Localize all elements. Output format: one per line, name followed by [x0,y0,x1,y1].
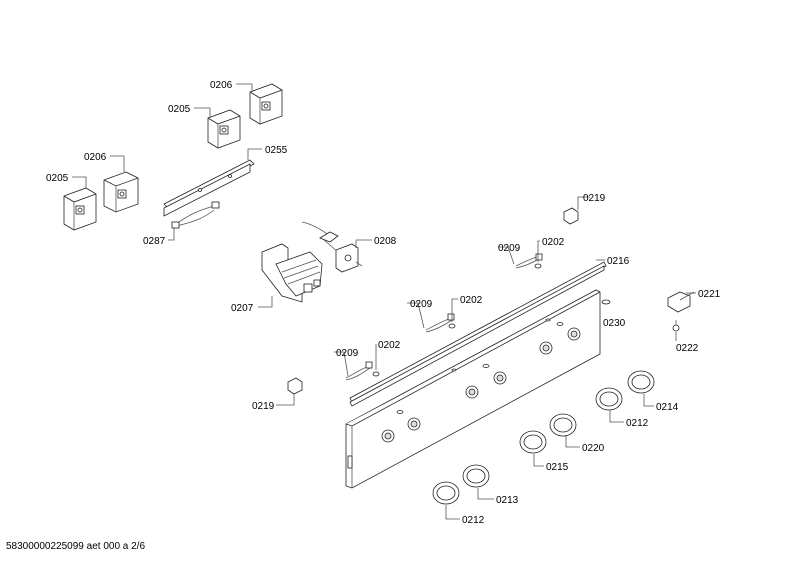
label-0208: 0208 [374,236,397,247]
label-0287: 0287 [143,236,166,247]
trim-strip-0216 [349,261,607,407]
label-0209-b: 0209 [410,299,433,310]
label-0216: 0216 [607,256,630,267]
bracket-0255 [163,159,255,217]
label-0255: 0255 [265,145,288,156]
label-0207: 0207 [231,303,254,314]
knob-0212-right [595,387,623,411]
leader-lines [72,83,696,520]
wire-harness-0287 [171,201,220,229]
knob-0220 [549,413,577,437]
label-0219-left: 0219 [252,401,275,412]
label-0221: 0221 [698,289,721,300]
knob-0212-left [432,481,460,505]
label-0206-lower: 0206 [84,152,107,163]
label-0206-upper: 0206 [210,80,233,91]
label-0230: 0230 [603,318,626,329]
switch-module-0205-lower [63,187,97,231]
clip-0219-right [563,207,579,225]
label-0205-lower: 0205 [46,173,69,184]
label-0220: 0220 [582,443,605,454]
knob-0214 [627,370,655,394]
label-0219-right: 0219 [583,193,606,204]
callout-labels: 0206 0205 0255 0206 0205 0287 0219 0208 … [46,80,721,526]
label-0209-a: 0209 [498,243,521,254]
switch-module-0206-lower [103,171,139,213]
knob-0213 [462,464,490,488]
label-0215: 0215 [546,462,569,473]
label-0212-left: 0212 [462,515,485,526]
thermostat-0208 [301,221,363,273]
label-0212-right: 0212 [626,418,649,429]
drawing-reference-footer: 58300000225099 aet 000 a 2/6 [6,541,146,552]
label-0214: 0214 [656,402,679,413]
switch-module-0206-upper [249,83,283,125]
label-0209-c: 0209 [336,348,359,359]
label-0222: 0222 [676,343,699,354]
label-0213: 0213 [496,495,519,506]
control-panel-0230 [345,289,611,489]
label-0202-b: 0202 [460,295,483,306]
part-0221 [667,291,695,313]
part-0222 [672,320,680,332]
switch-module-0205-upper [207,109,241,149]
lamp-assembly-b [425,313,456,333]
label-0202-c: 0202 [378,340,401,351]
knob-0215 [519,430,547,454]
clip-0219-left [287,377,303,395]
label-0202-a: 0202 [542,237,565,248]
lamp-assembly-c [345,361,380,381]
label-0205-upper: 0205 [168,104,191,115]
regulator-0207 [261,243,323,303]
